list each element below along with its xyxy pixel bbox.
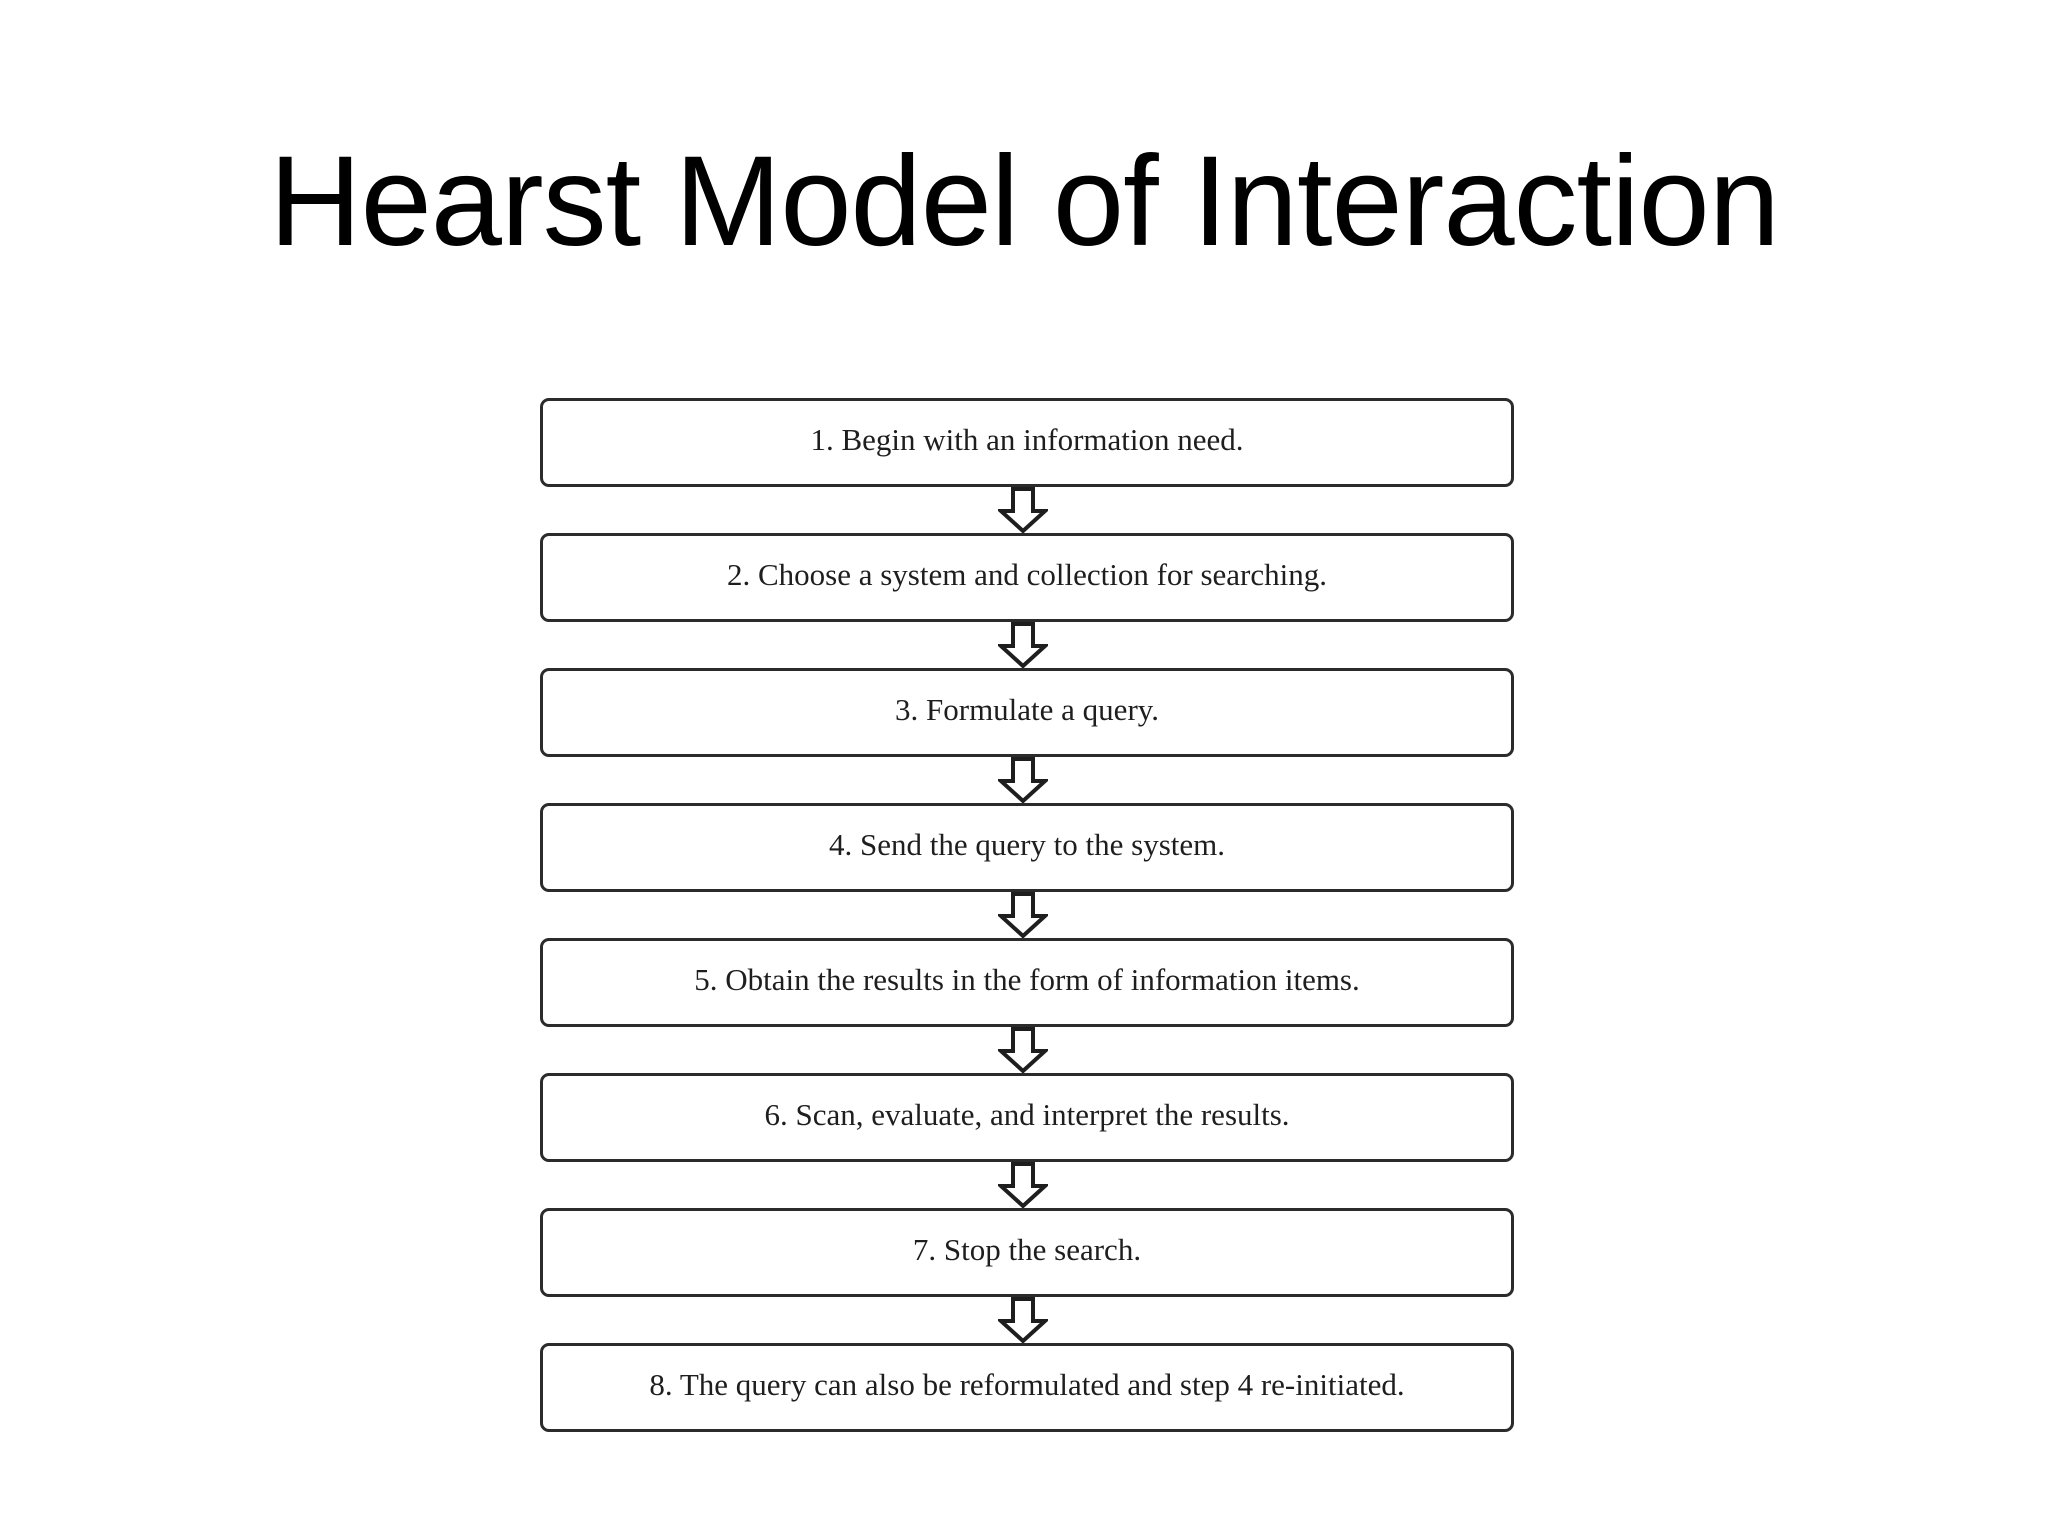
flow-step-1: 1. Begin with an information need. (540, 398, 1514, 487)
flow-box-label-3: 3. Formulate a query. (895, 691, 1159, 727)
flow-box-label-1: 1. Begin with an information need. (810, 421, 1244, 457)
flow-step-4: 4. Send the query to the system. (540, 803, 1514, 892)
page-title: Hearst Model of Interaction (269, 130, 1780, 273)
arrow-down-icon-3 (536, 757, 1510, 803)
flow-box-4[interactable]: 4. Send the query to the system. (540, 803, 1514, 892)
arrow-down-icon-7 (536, 1297, 1510, 1343)
flow-box-label-8: 8. The query can also be reformulated an… (649, 1366, 1405, 1402)
flow-box-8[interactable]: 8. The query can also be reformulated an… (540, 1343, 1514, 1432)
flowchart: 1. Begin with an information need. 2. Ch… (540, 398, 1514, 1432)
flow-box-2[interactable]: 2. Choose a system and collection for se… (540, 533, 1514, 622)
flow-box-label-4: 4. Send the query to the system. (828, 826, 1226, 862)
flow-step-7: 7. Stop the search. (540, 1208, 1514, 1297)
flow-box-label-2: 2. Choose a system and collection for se… (726, 556, 1328, 592)
flow-step-8: 8. The query can also be reformulated an… (540, 1343, 1514, 1432)
arrow-down-icon-4 (536, 892, 1510, 938)
flow-step-2: 2. Choose a system and collection for se… (540, 533, 1514, 622)
flow-box-label-7: 7. Stop the search. (912, 1231, 1142, 1267)
flow-box-label-5: 5. Obtain the results in the form of inf… (694, 961, 1360, 997)
arrow-down-icon-5 (536, 1027, 1510, 1073)
arrow-down-icon-6 (536, 1162, 1510, 1208)
flow-box-6[interactable]: 6. Scan, evaluate, and interpret the res… (540, 1073, 1514, 1162)
flow-box-5[interactable]: 5. Obtain the results in the form of inf… (540, 938, 1514, 1027)
flow-step-5: 5. Obtain the results in the form of inf… (540, 938, 1514, 1027)
flow-box-1[interactable]: 1. Begin with an information need. (540, 398, 1514, 487)
flow-step-6: 6. Scan, evaluate, and interpret the res… (540, 1073, 1514, 1162)
flow-box-7[interactable]: 7. Stop the search. (540, 1208, 1514, 1297)
flow-box-label-6: 6. Scan, evaluate, and interpret the res… (764, 1096, 1290, 1132)
flow-step-3: 3. Formulate a query. (540, 668, 1514, 757)
arrow-down-icon-1 (536, 487, 1510, 533)
arrow-down-icon-2 (536, 622, 1510, 668)
flow-box-3[interactable]: 3. Formulate a query. (540, 668, 1514, 757)
